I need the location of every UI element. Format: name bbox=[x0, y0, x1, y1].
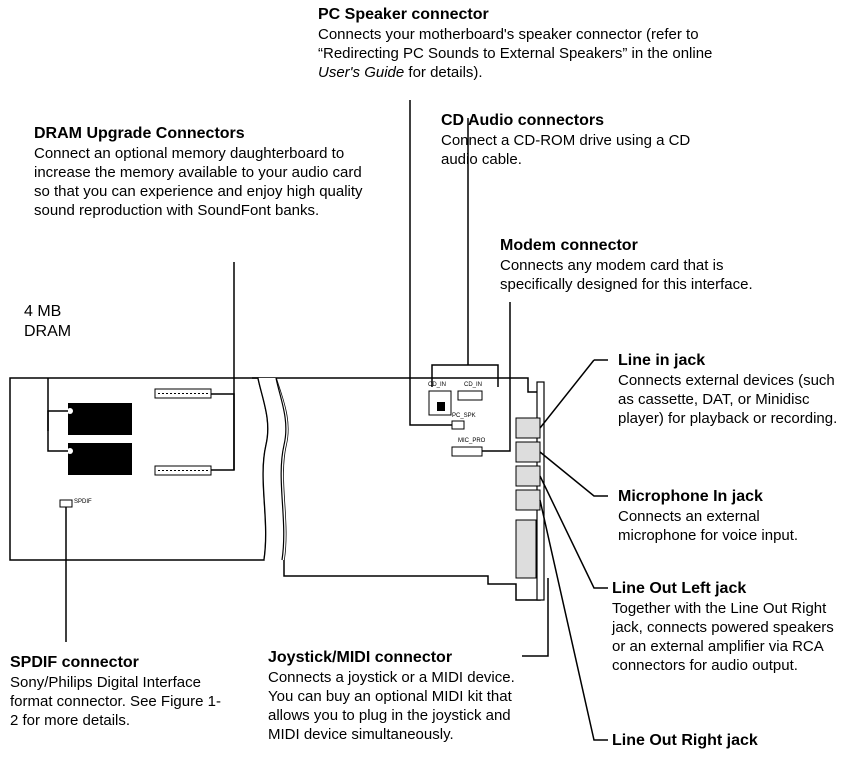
modem-connector-body bbox=[451, 446, 483, 457]
dram-upgrade-body: Connect an optional memory daughterboard… bbox=[34, 145, 363, 219]
dram-upgrade-title: DRAM Upgrade Connectors bbox=[34, 125, 245, 142]
spdif-title: SPDIF connector bbox=[10, 654, 139, 671]
mic-in-callout: Microphone In jack Connects an external … bbox=[618, 486, 828, 545]
line-in-jack-body bbox=[515, 417, 541, 439]
modem-body: Connects any modem card that is specific… bbox=[500, 257, 753, 293]
pc-speaker-callout: PC Speaker connector Connects your mothe… bbox=[318, 4, 738, 82]
joystick-body: Connects a joystick or a MIDI device. Yo… bbox=[268, 669, 515, 743]
line-in-title: Line in jack bbox=[618, 352, 706, 369]
line-in-body: Connects external devices (such as casse… bbox=[618, 372, 838, 427]
cd-in-label: CD_IN bbox=[428, 382, 447, 388]
spdif-body: Sony/Philips Digital Interface format co… bbox=[10, 674, 221, 729]
line-out-right-title: Line Out Right jack bbox=[612, 732, 758, 749]
pc-speaker-body: Connects your motherboard's speaker conn… bbox=[318, 26, 713, 81]
spdif-callout: SPDIF connector Sony/Philips Digital Int… bbox=[10, 652, 225, 730]
line-out-left-body: Together with the Line Out Right jack, c… bbox=[612, 600, 834, 674]
line-out-right-callout: Line Out Right jack bbox=[612, 730, 838, 751]
modem-title: Modem connector bbox=[500, 237, 638, 254]
joystick-title: Joystick/MIDI connector bbox=[268, 649, 453, 666]
joystick-callout: Joystick/MIDI connector Connects a joyst… bbox=[268, 647, 530, 744]
mic-in-body: Connects an external microphone for voic… bbox=[618, 508, 799, 544]
line-out-left-title: Line Out Left jack bbox=[612, 580, 747, 597]
modem-callout: Modem connector Connects any modem card … bbox=[500, 235, 800, 294]
dram-size-label: 4 MB DRAM bbox=[24, 303, 72, 340]
cd-audio-callout: CD Audio connectors Connect a CD-ROM dri… bbox=[441, 110, 731, 169]
dram-upgrade-callout: DRAM Upgrade Connectors Connect an optio… bbox=[34, 123, 364, 220]
line-in-callout: Line in jack Connects external devices (… bbox=[618, 350, 838, 428]
line-out-left-jack-body bbox=[515, 465, 541, 487]
pc-speaker-connector-body bbox=[451, 420, 465, 430]
cd-in2-label: CD_IN bbox=[464, 382, 483, 388]
mic-in-jack-body bbox=[515, 441, 541, 463]
dram-chip-1 bbox=[68, 403, 132, 435]
joystick-port-body bbox=[515, 519, 537, 579]
mic-in-title: Microphone In jack bbox=[618, 488, 763, 505]
line-out-right-jack-body bbox=[515, 489, 541, 511]
cd-in-connector-2 bbox=[457, 390, 483, 401]
cd-audio-title: CD Audio connectors bbox=[441, 112, 604, 129]
cd-audio-body: Connect a CD-ROM drive using a CD audio … bbox=[441, 132, 691, 168]
dram-chip-2 bbox=[68, 443, 132, 475]
spdif-board-label: SPDIF bbox=[74, 499, 92, 505]
pc-spk-label: PC_SPK bbox=[452, 413, 476, 419]
spdif-connector-body bbox=[59, 499, 73, 508]
pc-speaker-title: PC Speaker connector bbox=[318, 6, 489, 23]
card-outline-right bbox=[252, 377, 541, 601]
line-out-left-callout: Line Out Left jack Together with the Lin… bbox=[612, 578, 838, 675]
mic-pro-label: MIC_PRO bbox=[458, 438, 486, 444]
